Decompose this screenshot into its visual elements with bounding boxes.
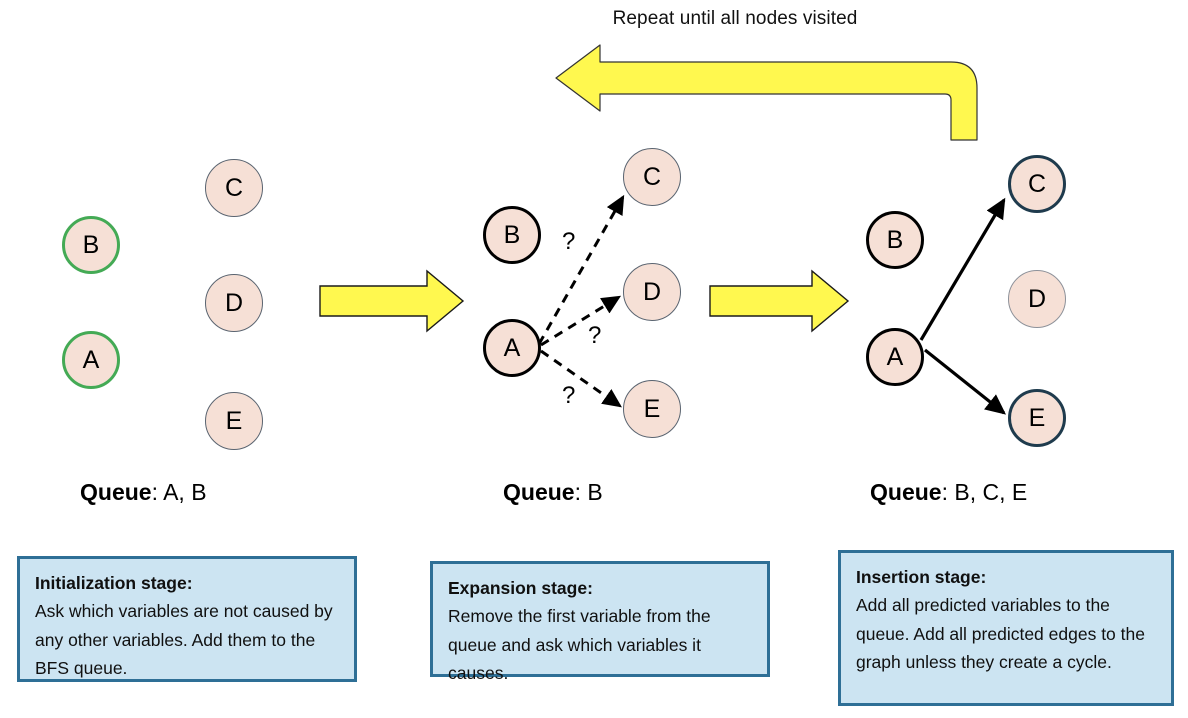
- stage-title: Expansion stage:: [448, 578, 593, 598]
- node-d-panel-3[interactable]: D: [1008, 270, 1066, 328]
- queue-label: Queue: [80, 479, 152, 505]
- stage-box-initialization: Initialization stage: Ask which variable…: [17, 556, 357, 682]
- node-label: E: [643, 394, 661, 423]
- edge-a-to-e-solid: [924, 348, 1007, 415]
- node-e-panel-2[interactable]: E: [623, 380, 681, 438]
- flow-arrow-2: [709, 269, 850, 333]
- edge-label-a-d: ?: [588, 322, 602, 349]
- stage-box-expansion: Expansion stage: Remove the first variab…: [430, 561, 770, 683]
- edge-a-to-c-solid: [919, 197, 1006, 341]
- node-label: D: [224, 288, 244, 317]
- edge-a-to-c-dashed: [537, 194, 625, 345]
- node-label: B: [503, 220, 521, 249]
- node-b-panel-3[interactable]: B: [866, 211, 924, 269]
- loop-back-arrow: [555, 44, 978, 141]
- queue-caption-panel-3: Queue: B, C, E: [870, 479, 1027, 506]
- queue-value: B: [587, 479, 603, 505]
- edge-label-a-e: ?: [562, 382, 576, 409]
- stage-body: Remove the first variable from the queue…: [448, 606, 711, 684]
- queue-value: B, C, E: [954, 479, 1028, 505]
- edge-a-to-e-dashed: [540, 349, 622, 408]
- node-d-panel-1[interactable]: D: [205, 274, 263, 332]
- node-label: B: [886, 225, 904, 254]
- node-d-panel-2[interactable]: D: [623, 263, 681, 321]
- queue-separator: :: [941, 479, 955, 505]
- queue-caption-panel-1: Queue: A, B: [80, 479, 207, 506]
- stage-title: Initialization stage:: [35, 573, 193, 593]
- node-label: D: [642, 277, 662, 306]
- stage-body: Ask which variables are not caused by an…: [35, 601, 333, 679]
- edge-a-to-d-dashed: [540, 295, 622, 347]
- node-c-panel-1[interactable]: C: [205, 159, 263, 217]
- stage-title: Insertion stage:: [856, 567, 987, 587]
- queue-label: Queue: [503, 479, 575, 505]
- loop-label-text: Repeat until all nodes visited: [612, 8, 858, 29]
- node-e-panel-3[interactable]: E: [1008, 389, 1066, 447]
- node-a-panel-2[interactable]: A: [483, 319, 541, 377]
- node-e-panel-1[interactable]: E: [205, 392, 263, 450]
- queue-value: A, B: [163, 479, 207, 505]
- node-label: A: [82, 345, 100, 374]
- queue-label: Queue: [870, 479, 942, 505]
- node-label: A: [886, 342, 904, 371]
- flow-arrow-1: [319, 269, 465, 333]
- node-label: C: [224, 173, 244, 202]
- queue-separator: :: [574, 479, 588, 505]
- node-label: C: [642, 162, 662, 191]
- node-b-panel-2[interactable]: B: [483, 206, 541, 264]
- node-a-panel-3[interactable]: A: [866, 328, 924, 386]
- node-label: D: [1027, 284, 1047, 313]
- stage-box-insertion: Insertion stage: Add all predicted varia…: [838, 550, 1174, 706]
- node-b-panel-1[interactable]: B: [62, 216, 120, 274]
- stage-body: Add all predicted variables to the queue…: [856, 595, 1145, 673]
- node-c-panel-3[interactable]: C: [1008, 155, 1066, 213]
- node-label: E: [225, 406, 243, 435]
- queue-separator: :: [151, 479, 164, 505]
- edge-label-a-c: ?: [562, 228, 576, 255]
- node-a-panel-1[interactable]: A: [62, 331, 120, 389]
- loop-label: Repeat until all nodes visited: [0, 8, 1188, 30]
- node-label: C: [1027, 169, 1047, 198]
- node-label: B: [82, 230, 100, 259]
- node-label: A: [503, 333, 521, 362]
- node-label: E: [1028, 403, 1046, 432]
- node-c-panel-2[interactable]: C: [623, 148, 681, 206]
- queue-caption-panel-2: Queue: B: [503, 479, 603, 506]
